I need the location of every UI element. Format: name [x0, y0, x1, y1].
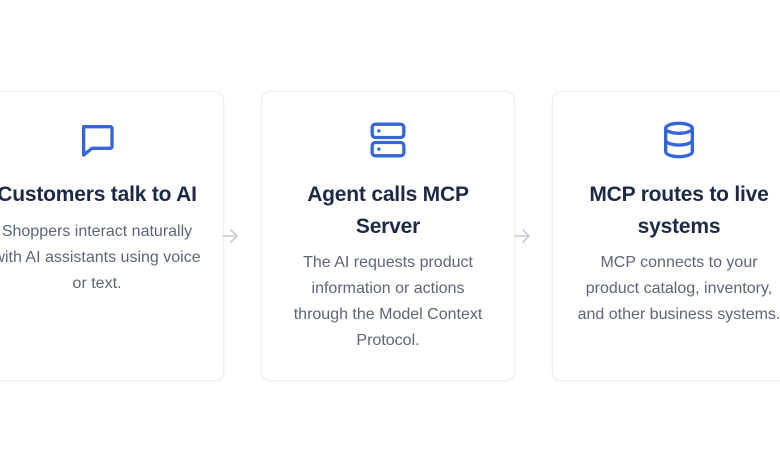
step-description: MCP connects to your product catalog, in…	[577, 254, 780, 323]
step-card-mcp-routes: MCP routes to live systems MCP connects …	[552, 91, 780, 381]
step-title: Customers talk to AI	[0, 183, 197, 206]
step-title: MCP routes to live systems	[589, 183, 769, 238]
message-square-icon	[77, 120, 117, 160]
step-description: Shoppers interact naturally with AI assi…	[0, 223, 201, 292]
step-card-agent-calls: Agent calls MCP Server The AI requests p…	[261, 91, 515, 381]
database-icon	[659, 120, 699, 160]
arrow-right-icon	[512, 227, 532, 245]
arrow-right-icon	[220, 227, 240, 245]
server-icon	[368, 120, 408, 160]
step-title: Agent calls MCP Server	[307, 183, 469, 238]
step-description: The AI requests product information or a…	[293, 254, 483, 349]
step-card-customers-talk: Customers talk to AI Shoppers interact n…	[0, 91, 224, 381]
